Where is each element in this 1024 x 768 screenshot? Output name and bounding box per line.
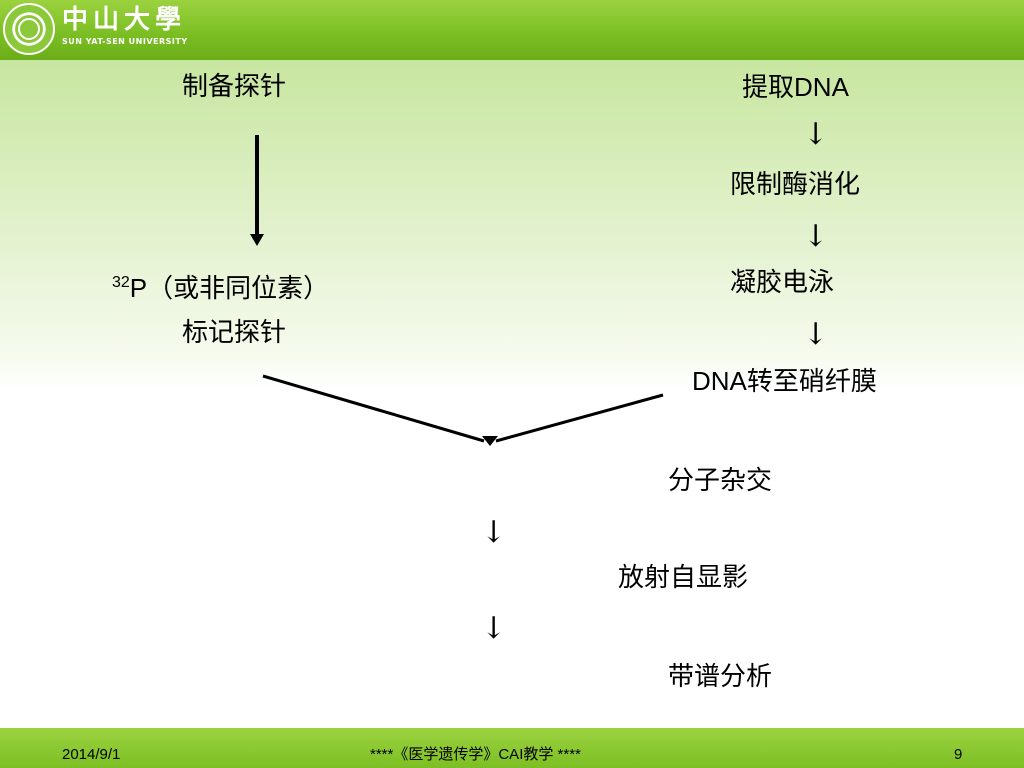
isotope-symbol: P (129, 273, 148, 303)
right-step-extract-dna: 提取DNA (742, 72, 849, 103)
isotope-superscript: 32 (112, 274, 130, 291)
footer-bar (0, 728, 1024, 768)
footer-course-title: ****《医学遗传学》CAI教学 **** (370, 746, 581, 763)
dna-label-2: DNA (692, 366, 747, 396)
left-step-labeled-probe: 标记探针 (182, 318, 287, 348)
center-down-arrow-2: ↓ (481, 611, 507, 646)
right-down-arrow-2: ↓ (803, 219, 829, 254)
left-step-label-isotope: 32P（或非同位素） (112, 268, 329, 304)
right-step-restriction-digest: 限制酶消化 (730, 170, 861, 200)
footer-date: 2014/9/1 (62, 746, 121, 763)
right-down-arrow-3: ↓ (803, 317, 829, 352)
left-converge-line (262, 374, 485, 443)
right-step-gel-electrophoresis: 凝胶电泳 (730, 268, 835, 298)
content-background (0, 60, 1024, 390)
university-logo-cn: 中山大學 (62, 5, 187, 35)
converge-arrow-head (482, 436, 498, 446)
header-bar (0, 0, 1024, 60)
step-autoradiography: 放射自显影 (618, 563, 749, 593)
right-down-arrow-1: ↓ (803, 117, 829, 152)
step-hybridization: 分子杂交 (668, 466, 773, 496)
university-logo-en: SUN YAT-SEN UNIVERSITY (62, 37, 188, 46)
university-seal-icon (3, 3, 55, 55)
left-step-prepare-probe: 制备探针 (182, 72, 287, 102)
right-converge-line (495, 393, 664, 443)
isotope-note: （或非同位素） (147, 274, 330, 304)
center-down-arrow-1: ↓ (481, 515, 507, 550)
left-vertical-arrow-head (250, 234, 264, 246)
right-step-transfer-membrane: DNA转至硝纤膜 (692, 366, 877, 397)
transfer-label: 转至硝纤膜 (746, 367, 877, 397)
footer-page-number: 9 (954, 746, 963, 763)
dna-label: DNA (794, 72, 849, 102)
extract-label: 提取 (742, 73, 795, 103)
step-band-analysis: 带谱分析 (668, 662, 773, 692)
